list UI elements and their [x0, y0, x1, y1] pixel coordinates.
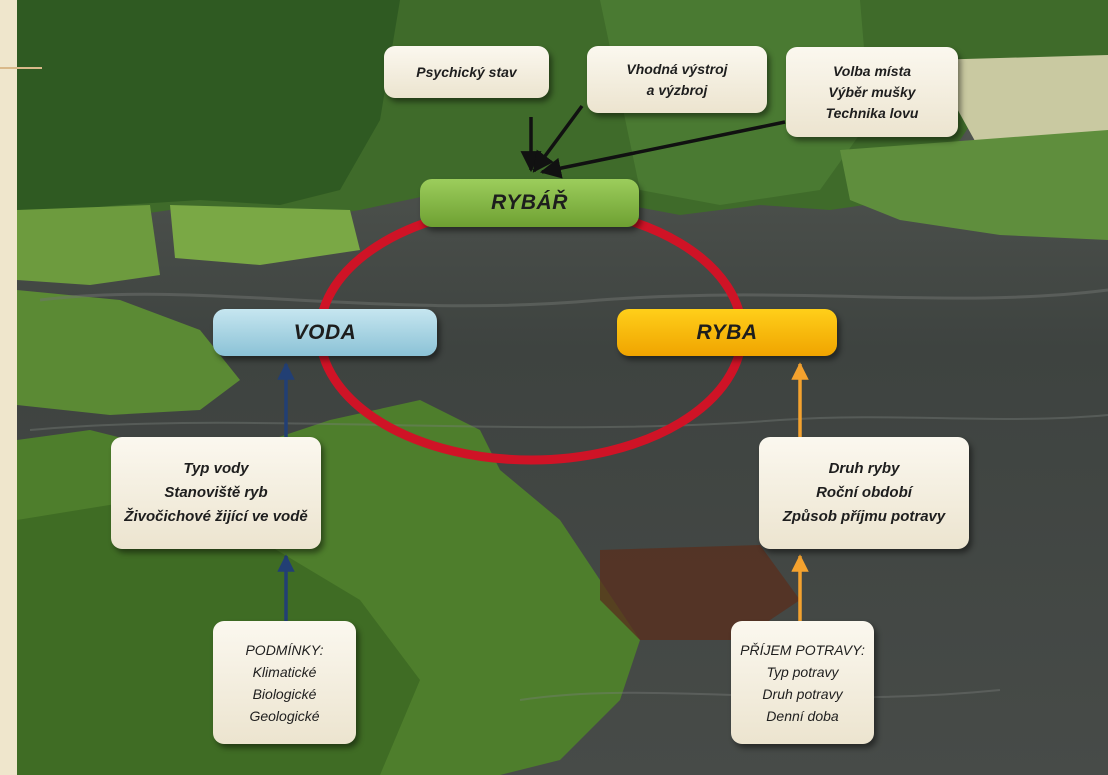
left-page-margin — [0, 0, 17, 775]
condition-line: Biologické — [252, 685, 317, 702]
conditions-box-prijem-potravy: PŘÍJEM POTRAVY: Typ potravy Druh potravy… — [731, 621, 874, 744]
condition-line: Klimatické — [252, 663, 317, 680]
condition-line: Typ potravy — [766, 663, 839, 680]
factor-box-vystroj: Vhodná výstroj a výzbroj — [587, 46, 767, 113]
condition-line: Druh potravy — [762, 685, 843, 702]
margin-accent-line — [0, 67, 42, 69]
factor-line: Roční období — [816, 484, 912, 501]
factor-box-ryba: Druh ryby Roční období Způsob příjmu pot… — [759, 437, 969, 549]
node-voda: VODA — [213, 309, 437, 356]
factor-line: Výběr mušky — [828, 83, 916, 100]
conditions-box-podminky: PODMÍNKY: Klimatické Biologické Geologic… — [213, 621, 356, 744]
factor-line: Živočichové žijící ve vodě — [124, 508, 308, 525]
factor-line: Vhodná výstroj — [626, 60, 728, 77]
factor-line: Druh ryby — [828, 460, 900, 477]
condition-line: Denní doba — [766, 707, 839, 724]
conditions-heading: PODMÍNKY: — [245, 641, 324, 658]
arrow-vystroj — [532, 104, 584, 173]
factor-box-technika: Volba místa Výběr mušky Technika lovu — [786, 47, 958, 137]
factor-line: Stanoviště ryb — [164, 484, 268, 501]
factor-line: Technika lovu — [825, 104, 919, 121]
conditions-heading: PŘÍJEM POTRAVY: — [740, 641, 865, 658]
factor-line: Volba místa — [832, 62, 912, 79]
condition-line: Geologické — [249, 707, 320, 724]
node-ryba: RYBA — [617, 309, 837, 356]
arrow-technika — [539, 120, 786, 179]
factor-box-voda: Typ vody Stanoviště ryb Živočichové žijí… — [111, 437, 321, 549]
factor-line: a výzbroj — [646, 81, 708, 98]
factor-line: Způsob příjmu potravy — [782, 508, 946, 525]
factor-line: Psychický stav — [416, 63, 517, 80]
factor-box-psychicky-stav: Psychický stav — [384, 46, 549, 98]
factor-line: Typ vody — [183, 460, 249, 477]
node-rybar: RYBÁŘ — [420, 179, 639, 227]
